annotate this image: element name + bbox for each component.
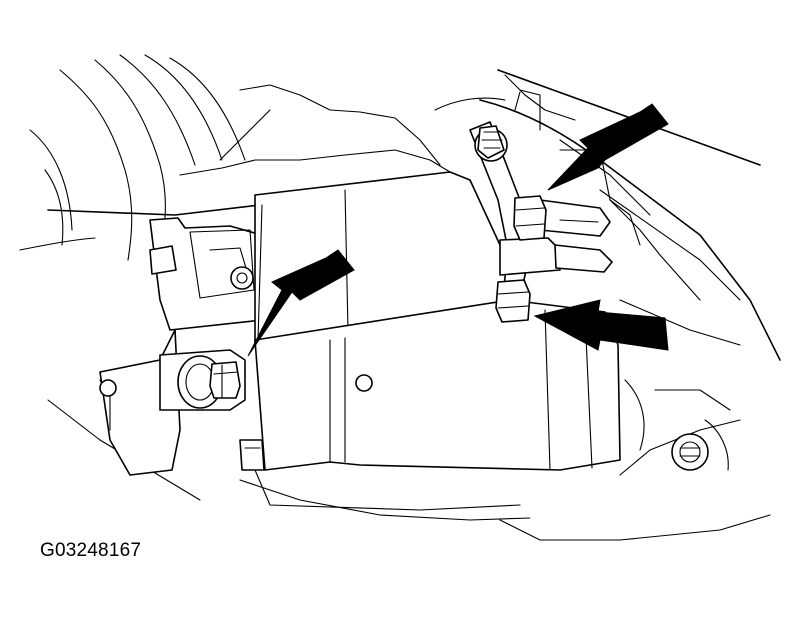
starter-mounting-bolt-lower [209, 361, 241, 399]
callout-arrow-mounting-bolt [247, 249, 355, 357]
callout-arrow-upper-nut [547, 103, 669, 191]
solenoid-terminal-nut-upper [513, 195, 547, 241]
transmission-bolt [671, 433, 709, 471]
solenoid-terminal-nut-lower [495, 279, 531, 323]
figure-id-label: G03248167 [40, 540, 142, 561]
starter-motor-body [239, 171, 621, 511]
callout-arrow-lower-nut [533, 299, 669, 351]
starter-mounting-flange [99, 217, 263, 476]
